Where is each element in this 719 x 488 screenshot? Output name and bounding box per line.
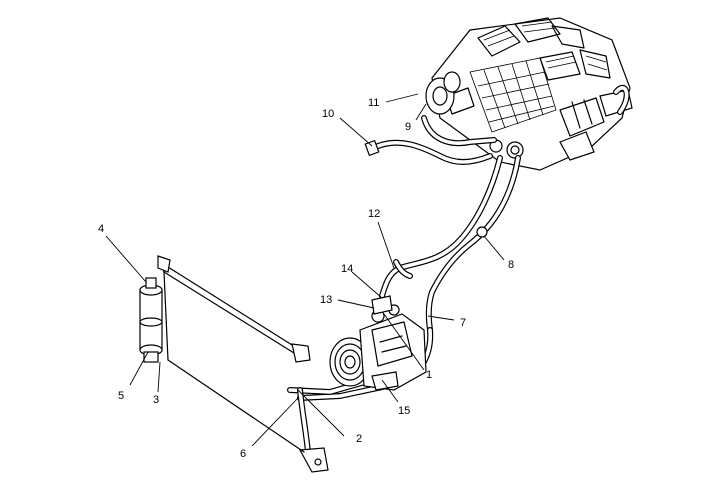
receiver-drier [139,255,171,363]
callout-12: 12 [368,208,380,220]
hvac-module [425,17,633,171]
callout-15: 15 [398,405,410,417]
callout-14: 14 [341,263,353,275]
callout-9: 9 [405,121,411,133]
callout-13: 13 [320,294,332,306]
callout-1: 1 [426,369,432,381]
callout-4: 4 [98,223,104,235]
condenser-frame [159,261,311,453]
callout-8: 8 [508,259,514,271]
callout-5: 5 [118,390,124,402]
callout-10: 10 [322,108,334,120]
leader-lines [105,93,505,447]
callout-6: 6 [240,448,246,460]
compressor [329,295,427,391]
callout-7: 7 [460,317,466,329]
callout-labels: 1 2 3 4 5 6 7 8 9 10 11 12 13 14 15 [98,97,514,460]
callout-3: 3 [153,394,159,406]
callout-11: 11 [368,97,379,109]
callout-2: 2 [356,433,362,445]
